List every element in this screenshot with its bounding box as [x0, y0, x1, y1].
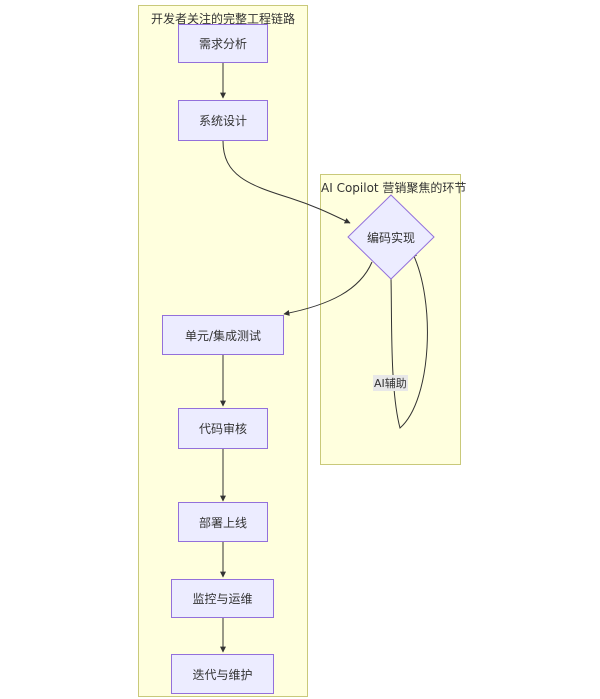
cluster-ai-copilot-focus: AI Copilot 营销聚焦的环节 — [320, 174, 467, 465]
edge-coding-self-loop-ai-assist — [390, 251, 428, 429]
edge-coding-to-testing — [283, 261, 373, 316]
node-unit-integration-testing: 单元/集成测试 — [162, 315, 284, 355]
node-monitoring-ops: 监控与运维 — [171, 579, 274, 618]
node-system-design: 系统设计 — [178, 100, 268, 141]
node-deploy: 部署上线 — [178, 502, 268, 542]
edge-label-ai-assist: AI辅助 — [373, 375, 408, 391]
node-iteration-maintenance: 迭代与维护 — [171, 654, 274, 694]
cluster-title-copilot: AI Copilot 营销聚焦的环节 — [321, 181, 467, 195]
node-coding-label: 编码实现 — [366, 230, 415, 245]
node-coding-diamond — [347, 194, 435, 280]
cluster-title-engineering: 开发者关注的完整工程链路 — [150, 12, 295, 26]
node-code-review: 代码审核 — [178, 408, 268, 449]
edge-design-to-coding — [222, 140, 351, 224]
node-requirements: 需求分析 — [178, 24, 268, 63]
